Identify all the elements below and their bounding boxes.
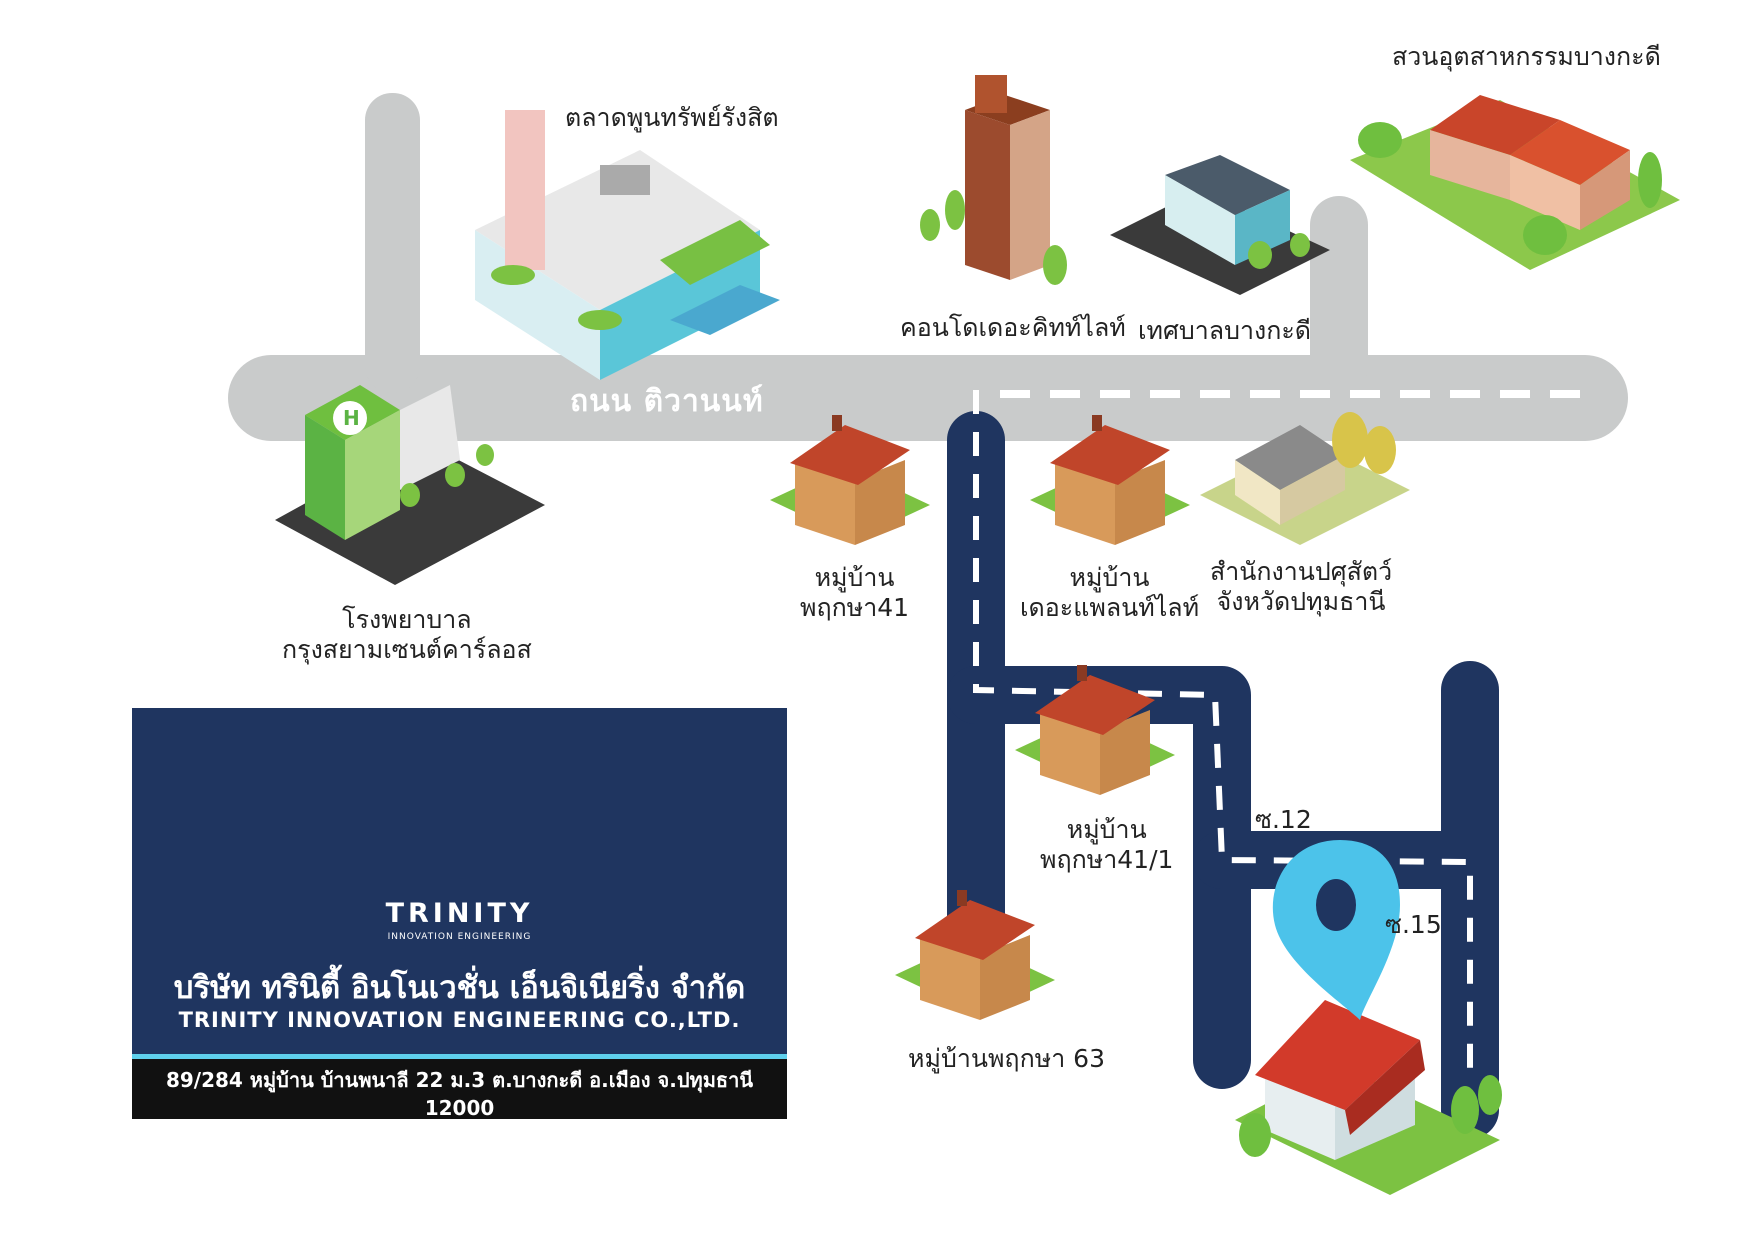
company-name-en: TRINITY INNOVATION ENGINEERING CO.,LTD. <box>178 1008 741 1032</box>
village-63-label: หมู่บ้านพฤกษา 63 <box>908 1044 1105 1073</box>
soi-15-label: ซ.15 <box>1385 910 1442 939</box>
hospital-label: โรงพยาบาล กรุงสยามเซนต์คาร์ลอส <box>282 605 532 664</box>
soi-12-label: ซ.12 <box>1255 805 1312 834</box>
logo-tagline: INNOVATION ENGINEERING <box>387 932 532 942</box>
company-card: TRINITY INNOVATION ENGINEERING บริษัท ทร… <box>132 708 787 1120</box>
livestock-office-building <box>1200 412 1410 545</box>
market-building <box>475 110 780 380</box>
industrial-park-building <box>1350 95 1680 270</box>
house-village-63 <box>895 890 1055 1020</box>
svg-text:H: H <box>343 406 360 430</box>
village-41-1-label: หมู่บ้าน พฤกษา41/1 <box>1040 815 1174 874</box>
hospital-building: H <box>275 385 545 585</box>
industrial-park-label: สวนอุตสาหกรรมบางกะดี <box>1392 42 1661 71</box>
main-road <box>228 93 1628 441</box>
livestock-office-label: สำนักงานปศุสัตว์ จังหวัดปทุมธานี <box>1210 557 1393 616</box>
company-address: 89/284 หมู่บ้าน บ้านพนาลี 22 ม.3 ต.บางกะ… <box>165 1068 754 1120</box>
location-pin-icon <box>1272 840 1400 1020</box>
house-village-41-1 <box>1015 665 1175 795</box>
main-road-label: ถนน ติวานนท์ <box>570 384 764 419</box>
condo-building <box>920 75 1067 285</box>
company-house <box>1235 1000 1502 1195</box>
municipality-building <box>1110 155 1330 295</box>
village-41-label: หมู่บ้าน พฤกษา41 <box>800 563 910 622</box>
logo-brand: TRINITY <box>385 898 534 929</box>
side-road-centerline <box>973 390 1473 1070</box>
condo-label: คอนโดเดอะคิทท์ไลท์ <box>900 313 1126 342</box>
municipality-label: เทศบาลบางกะดี <box>1138 316 1312 345</box>
village-plant-label: หมู่บ้าน เดอะแพลนท์ไลท์ <box>1020 563 1200 622</box>
house-village-plant <box>1030 415 1190 545</box>
market-label: ตลาดพูนทรัพย์รังสิต <box>565 103 779 132</box>
company-name-th: บริษัท ทรินิตี้ อินโนเวชั่น เอ็นจิเนียริ… <box>173 970 746 1006</box>
house-village-41 <box>770 415 930 545</box>
address-bar <box>132 1054 787 1119</box>
